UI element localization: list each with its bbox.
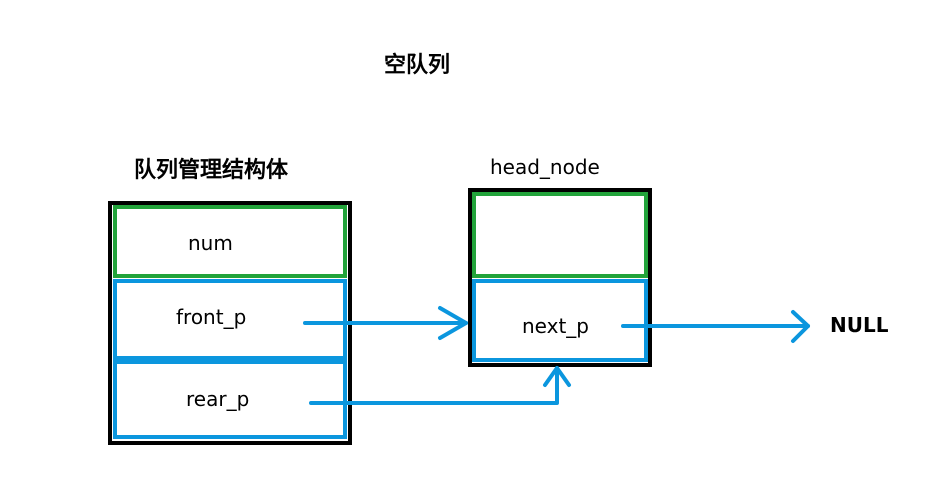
head-node <box>468 188 652 367</box>
rear-p-field-box <box>113 360 347 439</box>
front-p-arrow <box>303 306 468 340</box>
front-p-field-label: front_p <box>176 305 247 329</box>
diagram-title: 空队列 <box>384 53 451 78</box>
head-node-next-box <box>472 279 648 362</box>
head-node-data-box <box>472 192 648 278</box>
rear-p-arrow <box>309 366 571 405</box>
front-p-field-box <box>113 279 347 360</box>
next-p-arrow <box>621 310 810 343</box>
num-field-label: num <box>188 231 233 255</box>
next-p-field-label: next_p <box>522 314 590 338</box>
rear-p-field-label: rear_p <box>186 387 250 411</box>
null-label: NULL <box>830 313 889 337</box>
queue-struct-title: 队列管理结构体 <box>134 158 289 183</box>
head-node-title: head_node <box>490 155 600 179</box>
num-field-box <box>113 205 347 278</box>
